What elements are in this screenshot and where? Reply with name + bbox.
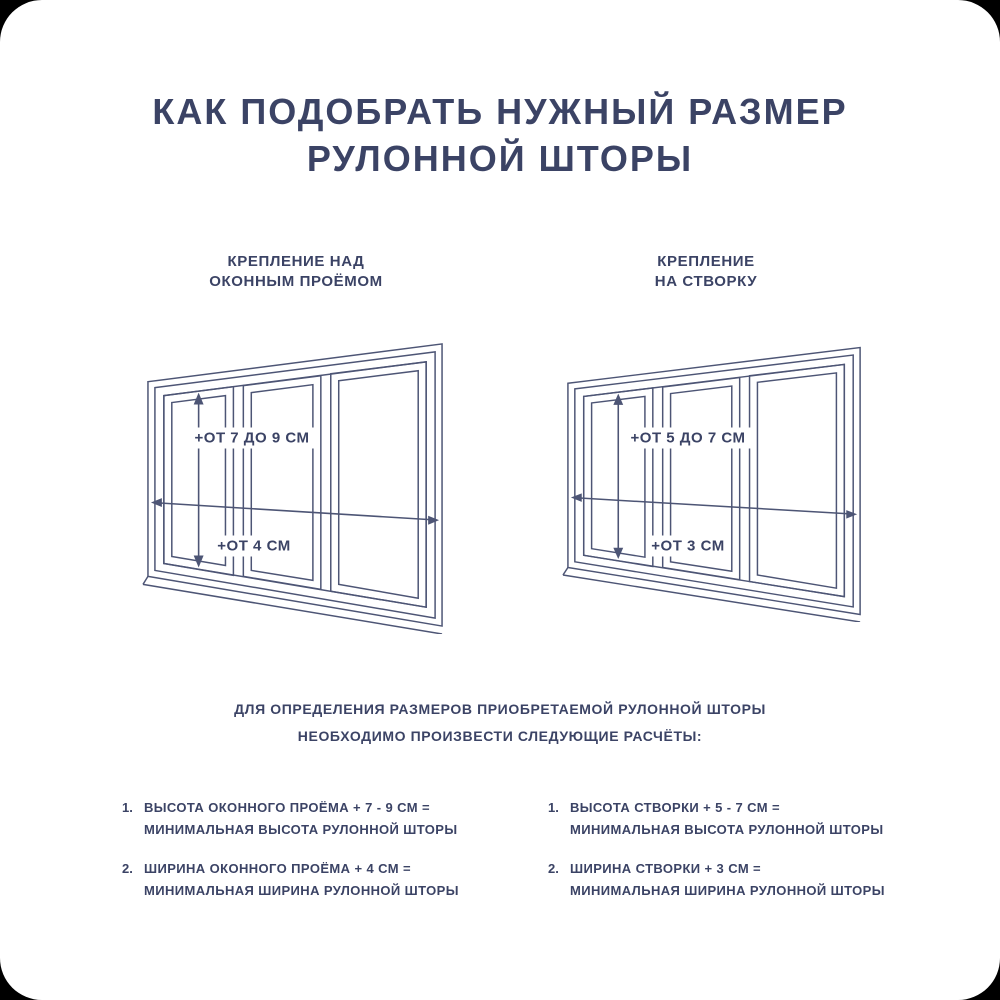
left-section-header: КРЕПЛЕНИЕ НАД ОКОННЫМ ПРОЁМОМ bbox=[136, 252, 456, 292]
left-width-measure-label: +ОТ 4 СМ bbox=[212, 535, 296, 557]
window-illustration-right-icon bbox=[562, 346, 861, 622]
right-width-measure-label: +ОТ 3 СМ bbox=[646, 535, 730, 557]
item-text: ШИРИНА ОКОННОГО ПРОЁМА + 4 СМ = МИНИМАЛЬ… bbox=[144, 861, 459, 898]
window-sash-2 bbox=[242, 374, 322, 591]
window-outer-frame bbox=[567, 346, 861, 616]
right-section-header: КРЕПЛЕНИЕ НА СТВОРКУ bbox=[546, 252, 866, 292]
page-title: КАК ПОДОБРАТЬ НУЖНЫЙ РАЗМЕР РУЛОННОЙ ШТО… bbox=[0, 88, 1000, 182]
right-header-line2: НА СТВОРКУ bbox=[654, 273, 758, 290]
right-header-line1: КРЕПЛЕНИЕ bbox=[657, 253, 755, 270]
item-number: 1. bbox=[122, 800, 133, 815]
window-sash-1 bbox=[582, 387, 654, 568]
window-illustration-left-icon bbox=[142, 343, 443, 634]
window-sill bbox=[562, 574, 861, 622]
calculations-left-column: 1. ВЫСОТА ОКОННОГО ПРОЁМА + 7 - 9 СМ = М… bbox=[122, 797, 492, 919]
width-arrow bbox=[150, 498, 440, 525]
item-number: 2. bbox=[548, 861, 559, 876]
page-title-line1: КАК ПОДОБРАТЬ НУЖНЫЙ РАЗМЕР bbox=[152, 91, 848, 132]
window-diagram-left: +ОТ 7 ДО 9 СМ +ОТ 4 СМ bbox=[142, 336, 450, 634]
window-sash-1 bbox=[163, 385, 235, 577]
window-sash-3 bbox=[748, 363, 846, 598]
left-height-measure-label: +ОТ 7 ДО 9 СМ bbox=[189, 427, 315, 449]
note-line2: НЕОБХОДИМО ПРОИЗВЕСТИ СЛЕДУЮЩИЕ РАСЧЁТЫ: bbox=[297, 728, 703, 744]
note-line1: ДЛЯ ОПРЕДЕЛЕНИЯ РАЗМЕРОВ ПРИОБРЕТАЕМОЙ Р… bbox=[234, 701, 766, 717]
window-sill bbox=[142, 583, 443, 634]
left-header-line1: КРЕПЛЕНИЕ НАД bbox=[227, 253, 365, 270]
item-text: ВЫСОТА ОКОННОГО ПРОЁМА + 7 - 9 СМ = МИНИ… bbox=[144, 800, 458, 837]
list-item: 2. ШИРИНА ОКОННОГО ПРОЁМА + 4 СМ = МИНИМ… bbox=[122, 858, 492, 902]
page-title-line2: РУЛОННОЙ ШТОРЫ bbox=[306, 138, 694, 179]
width-arrow bbox=[570, 493, 858, 519]
list-item: 1. ВЫСОТА ОКОННОГО ПРОЁМА + 7 - 9 СМ = М… bbox=[122, 797, 492, 841]
calculations-right-column: 1. ВЫСОТА СТВОРКИ + 5 - 7 СМ = МИНИМАЛЬН… bbox=[548, 797, 918, 919]
list-item: 2. ШИРИНА СТВОРКИ + 3 СМ = МИНИМАЛЬНАЯ Ш… bbox=[548, 858, 918, 902]
window-outer-frame bbox=[147, 343, 443, 627]
list-item: 1. ВЫСОТА СТВОРКИ + 5 - 7 СМ = МИНИМАЛЬН… bbox=[548, 797, 918, 841]
item-number: 2. bbox=[122, 861, 133, 876]
height-arrow bbox=[193, 392, 204, 568]
right-height-measure-label: +ОТ 5 ДО 7 СМ bbox=[625, 427, 751, 449]
item-text: ВЫСОТА СТВОРКИ + 5 - 7 СМ = МИНИМАЛЬНАЯ … bbox=[570, 800, 884, 837]
item-number: 1. bbox=[548, 800, 559, 815]
window-diagram-right: +ОТ 5 ДО 7 СМ +ОТ 3 СМ bbox=[562, 340, 868, 622]
instruction-note: ДЛЯ ОПРЕДЕЛЕНИЯ РАЗМЕРОВ ПРИОБРЕТАЕМОЙ Р… bbox=[0, 696, 1000, 750]
height-arrow bbox=[613, 393, 624, 560]
window-sash-2 bbox=[661, 376, 741, 581]
left-header-line2: ОКОННЫМ ПРОЁМОМ bbox=[209, 273, 383, 290]
window-sash-3 bbox=[330, 360, 427, 609]
item-text: ШИРИНА СТВОРКИ + 3 СМ = МИНИМАЛЬНАЯ ШИРИ… bbox=[570, 861, 885, 898]
